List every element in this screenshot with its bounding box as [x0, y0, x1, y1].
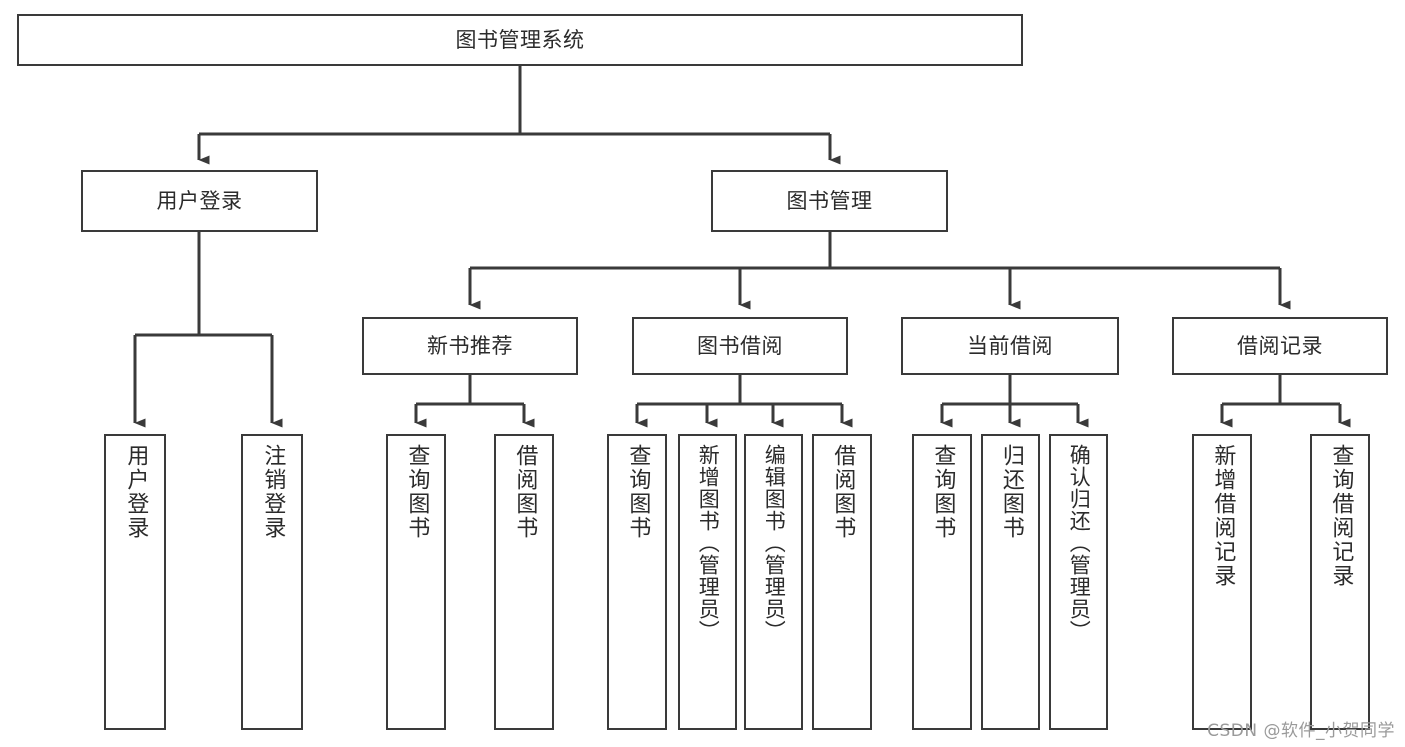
watermark-text: CSDN @软件_小贺同学 [1207, 721, 1395, 741]
node-leaf-add-record[interactable]: 新增借阅记录 [1192, 434, 1252, 730]
node-label: 查询借阅记录 [1328, 444, 1354, 588]
node-label: 注销登录 [260, 444, 286, 540]
node-leaf-query-record[interactable]: 查询借阅记录 [1310, 434, 1370, 730]
node-borrow-record[interactable]: 借阅记录 [1172, 317, 1388, 375]
node-label: 用户登录 [156, 188, 243, 213]
node-leaf-add-book[interactable]: 新增图书（管理员） [678, 434, 737, 730]
node-leaf-user-login[interactable]: 用户登录 [104, 434, 166, 730]
node-label: 归还图书 [998, 444, 1024, 540]
node-label: 查询图书 [625, 444, 651, 540]
node-label: 借阅图书 [830, 444, 856, 540]
node-label: 查询图书 [930, 444, 956, 540]
node-book-borrow[interactable]: 图书借阅 [632, 317, 848, 375]
node-current-borrow[interactable]: 当前借阅 [901, 317, 1119, 375]
node-label: 新增借阅记录 [1210, 444, 1236, 588]
node-leaf-return-book[interactable]: 归还图书 [981, 434, 1040, 730]
node-new-book-recommend[interactable]: 新书推荐 [362, 317, 578, 375]
node-label: 新增图书（管理员） [696, 444, 721, 642]
node-book-management[interactable]: 图书管理 [711, 170, 948, 232]
node-user-login[interactable]: 用户登录 [81, 170, 318, 232]
node-label: 图书管理 [786, 188, 873, 213]
node-label: 查询图书 [404, 444, 430, 540]
node-leaf-borrow-book-1[interactable]: 借阅图书 [494, 434, 554, 730]
node-label: 图书借阅 [697, 333, 783, 358]
node-label: 确认归还（管理员） [1067, 444, 1092, 642]
node-label: 新书推荐 [427, 333, 513, 358]
node-label: 图书管理系统 [455, 27, 585, 52]
node-label: 借阅图书 [512, 444, 538, 540]
node-leaf-edit-book[interactable]: 编辑图书（管理员） [744, 434, 803, 730]
node-leaf-query-book-2[interactable]: 查询图书 [607, 434, 667, 730]
node-leaf-query-book-1[interactable]: 查询图书 [386, 434, 446, 730]
node-leaf-borrow-book-2[interactable]: 借阅图书 [812, 434, 872, 730]
node-label: 当前借阅 [967, 333, 1053, 358]
node-label: 借阅记录 [1237, 333, 1323, 358]
node-label: 编辑图书（管理员） [762, 444, 787, 642]
node-label: 用户登录 [123, 444, 149, 540]
node-leaf-logout-login[interactable]: 注销登录 [241, 434, 303, 730]
node-root-system[interactable]: 图书管理系统 [17, 14, 1023, 66]
node-leaf-confirm-return[interactable]: 确认归还（管理员） [1049, 434, 1108, 730]
node-leaf-query-book-3[interactable]: 查询图书 [912, 434, 972, 730]
